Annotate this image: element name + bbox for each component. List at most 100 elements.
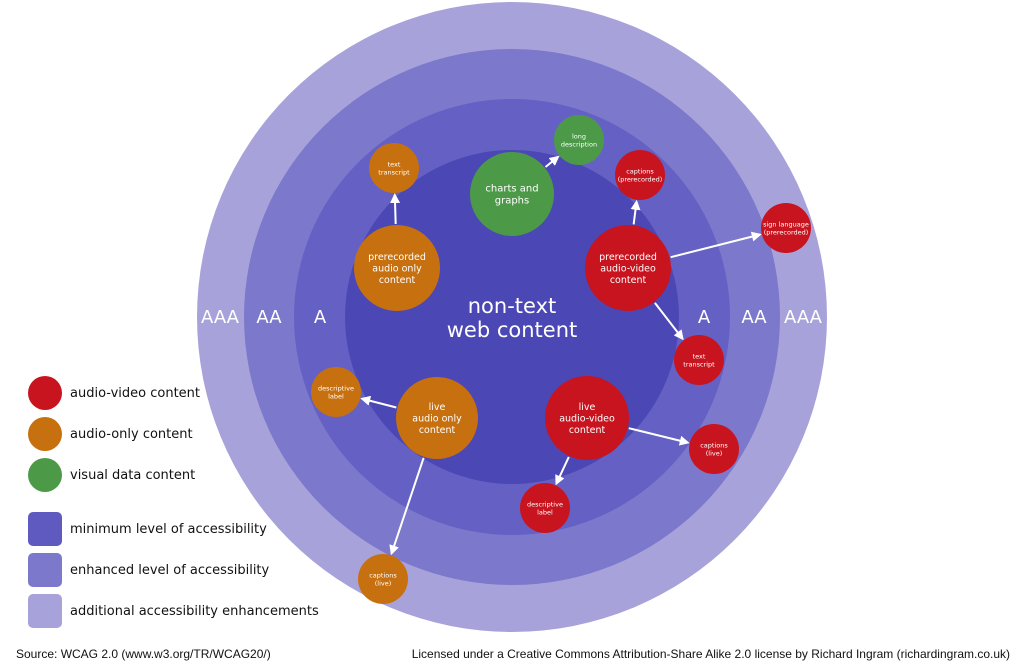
legend-label-visual-data: visual data content <box>70 467 196 483</box>
node-label-captions-live-av-line-2: (live) <box>706 449 723 457</box>
legend-item-additional-enhancements: additional accessibility enhancements <box>28 594 319 628</box>
node-label-live-audio-line-2: audio only <box>412 413 462 424</box>
node-label-captions-live-av-line-1: captions <box>700 441 728 449</box>
node-label-long-desc-line-1: long <box>572 132 586 140</box>
node-label-live-av-line-1: live <box>579 402 596 413</box>
node-circle-text-transcript-audio <box>369 143 419 193</box>
node-circle-captions-live-audio <box>358 554 408 604</box>
node-circle-captions-live-av <box>689 424 739 474</box>
level-label-a-left: A <box>314 307 327 328</box>
arrow-charts-to-long-description <box>544 155 560 168</box>
source-credit: Source: WCAG 2.0 (www.w3.org/TR/WCAG20/) <box>16 647 271 661</box>
arrow-av-to-captions-prerecorded <box>630 199 641 225</box>
node-label-desc-label-av-line-2: label <box>537 508 553 516</box>
node-circle-prerec-av <box>585 225 671 311</box>
arrow-live-av-to-captions <box>628 427 690 446</box>
license-credit: Licensed under a Creative Commons Attrib… <box>411 647 1010 661</box>
node-label-charts-line-1: charts and <box>485 184 538 195</box>
node-label-desc-label-av-line-1: descriptive <box>527 500 563 508</box>
node-circle-live-audio <box>396 377 478 459</box>
node-captions-prerec: captions(prerecorded) <box>615 150 665 200</box>
level-label-a-right: A <box>698 307 711 328</box>
node-label-captions-prerec-line-1: captions <box>626 167 654 175</box>
node-circle-long-desc <box>554 115 604 165</box>
node-label-prerec-audio-line-3: content <box>379 275 416 286</box>
node-circle-sign-language <box>761 203 811 253</box>
node-label-text-transcript-audio-line-1: text <box>388 160 401 168</box>
legend-label-audio-video: audio-video content <box>70 385 201 401</box>
node-circle-captions-prerec <box>615 150 665 200</box>
legend-item-enhanced-level: enhanced level of accessibility <box>28 553 269 587</box>
node-label-long-desc-line-2: description <box>561 140 597 148</box>
level-label-aa-right: AA <box>741 307 767 328</box>
node-circle-desc-label-audio <box>311 367 361 417</box>
arrow-live-av-to-descriptive-label <box>555 456 570 486</box>
legend-swatch-minimum-level <box>28 512 62 546</box>
node-label-charts-line-2: graphs <box>495 196 529 207</box>
node-circle-charts <box>470 152 554 236</box>
nodes-group: charts andgraphslongdescriptionprerecord… <box>311 115 811 604</box>
legend-swatch-enhanced-level <box>28 553 62 587</box>
node-label-live-audio-line-3: content <box>419 425 456 436</box>
level-label-aaa-right: AAA <box>784 307 823 328</box>
legend-label-audio-only: audio-only content <box>70 426 193 442</box>
level-label-aaa-left: AAA <box>201 307 240 328</box>
arrow-audio-to-text-transcript <box>390 192 401 225</box>
legend-swatch-audio-only <box>28 417 62 451</box>
node-label-prerec-audio-line-1: prerecorded <box>368 252 426 263</box>
legend-label-additional-enhancements: additional accessibility enhancements <box>70 603 319 619</box>
legend-item-minimum-level: minimum level of accessibility <box>28 512 267 546</box>
center-title-line-2: web content <box>447 318 578 342</box>
legend-item-audio-only: audio-only content <box>28 417 193 451</box>
legend-swatch-additional-enhancements <box>28 594 62 628</box>
node-label-sign-language-line-2: (prerecorded) <box>764 228 809 236</box>
node-label-live-av-line-3: content <box>569 425 606 436</box>
node-captions-live-av: captions(live) <box>689 424 739 474</box>
node-label-prerec-audio-line-2: audio only <box>372 263 422 274</box>
node-captions-live-audio: captions(live) <box>358 554 408 604</box>
legend-label-enhanced-level: enhanced level of accessibility <box>70 562 270 578</box>
node-label-sign-language-line-1: sign language <box>763 220 809 228</box>
arrow-live-audio-to-descriptive-label <box>360 395 397 409</box>
node-sign-language: sign language(prerecorded) <box>761 203 811 253</box>
node-label-captions-live-audio-line-1: captions <box>369 571 397 579</box>
node-label-prerec-av-line-1: prerecorded <box>599 252 657 263</box>
legend-swatch-audio-video <box>28 376 62 410</box>
level-label-aa-left: AA <box>256 307 282 328</box>
arrow-live-audio-to-captions <box>389 457 425 556</box>
node-circle-desc-label-av <box>520 483 570 533</box>
node-label-captions-live-audio-line-2: (live) <box>375 579 392 587</box>
node-label-live-av-line-2: audio-video <box>559 413 615 424</box>
arrows-group <box>360 155 762 556</box>
center-title-line-1: non-text <box>468 294 557 318</box>
node-circle-text-transcript-av <box>674 335 724 385</box>
node-label-text-transcript-av-line-2: transcript <box>683 360 715 368</box>
node-circle-live-av <box>545 376 629 460</box>
arrow-av-to-text-transcript <box>654 302 684 341</box>
node-label-text-transcript-av-line-1: text <box>693 352 706 360</box>
node-label-text-transcript-audio-line-2: transcript <box>378 168 410 176</box>
legend-label-minimum-level: minimum level of accessibility <box>70 521 267 537</box>
node-label-desc-label-audio-line-1: descriptive <box>318 384 354 392</box>
node-label-live-audio-line-1: live <box>429 402 446 413</box>
node-circle-prerec-audio <box>354 225 440 311</box>
legend-item-audio-video: audio-video content <box>28 376 200 410</box>
node-label-prerec-av-line-2: audio-video <box>600 263 656 274</box>
arrow-av-to-sign-language <box>670 231 762 259</box>
node-label-desc-label-audio-line-2: label <box>328 392 344 400</box>
node-label-captions-prerec-line-2: (prerecorded) <box>618 175 663 183</box>
node-label-prerec-av-line-3: content <box>610 275 647 286</box>
legend-swatch-visual-data <box>28 458 62 492</box>
legend-item-visual-data: visual data content <box>28 458 195 492</box>
